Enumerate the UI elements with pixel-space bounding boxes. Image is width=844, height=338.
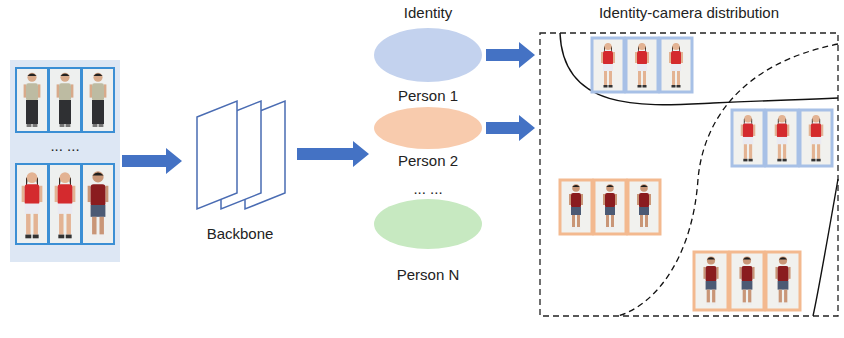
distribution-region: Identity-camera distribution: [538, 4, 840, 318]
identity-ellipse: [372, 106, 484, 150]
identity-ellipse: [372, 198, 484, 250]
distribution-plot: [538, 4, 840, 318]
backbone-block: Backbone: [185, 95, 295, 247]
identity-node: Person N: [372, 198, 484, 290]
block-arrow: [122, 148, 182, 174]
block-label: Backbone: [207, 225, 274, 243]
backbone-sheets: [185, 95, 295, 213]
identity-label: Person 1: [398, 87, 458, 105]
camera-group: [694, 252, 800, 310]
identity-ellipse: [372, 27, 484, 83]
image-batch-panel: ... ...: [10, 60, 120, 262]
column-heading: Identity: [404, 4, 452, 22]
block-arrow: [486, 115, 535, 141]
camera-group: [732, 110, 832, 166]
input-images: [10, 60, 120, 262]
identity-label: Person 2: [398, 152, 458, 170]
identity-node: Person 2: [372, 106, 484, 176]
identity-node: Person 1: [372, 27, 484, 109]
identity-label: Person N: [397, 266, 460, 284]
block-arrow: [297, 141, 369, 167]
camera-group: [560, 180, 660, 234]
block-arrow: [486, 42, 535, 68]
image-stack: [16, 68, 114, 132]
ellipsis-text: ... ...: [50, 137, 79, 155]
region-heading: Identity-camera distribution: [599, 4, 779, 22]
image-stack: [16, 164, 114, 244]
ellipsis-text: ... ...: [413, 180, 442, 198]
camera-group: [592, 38, 692, 92]
